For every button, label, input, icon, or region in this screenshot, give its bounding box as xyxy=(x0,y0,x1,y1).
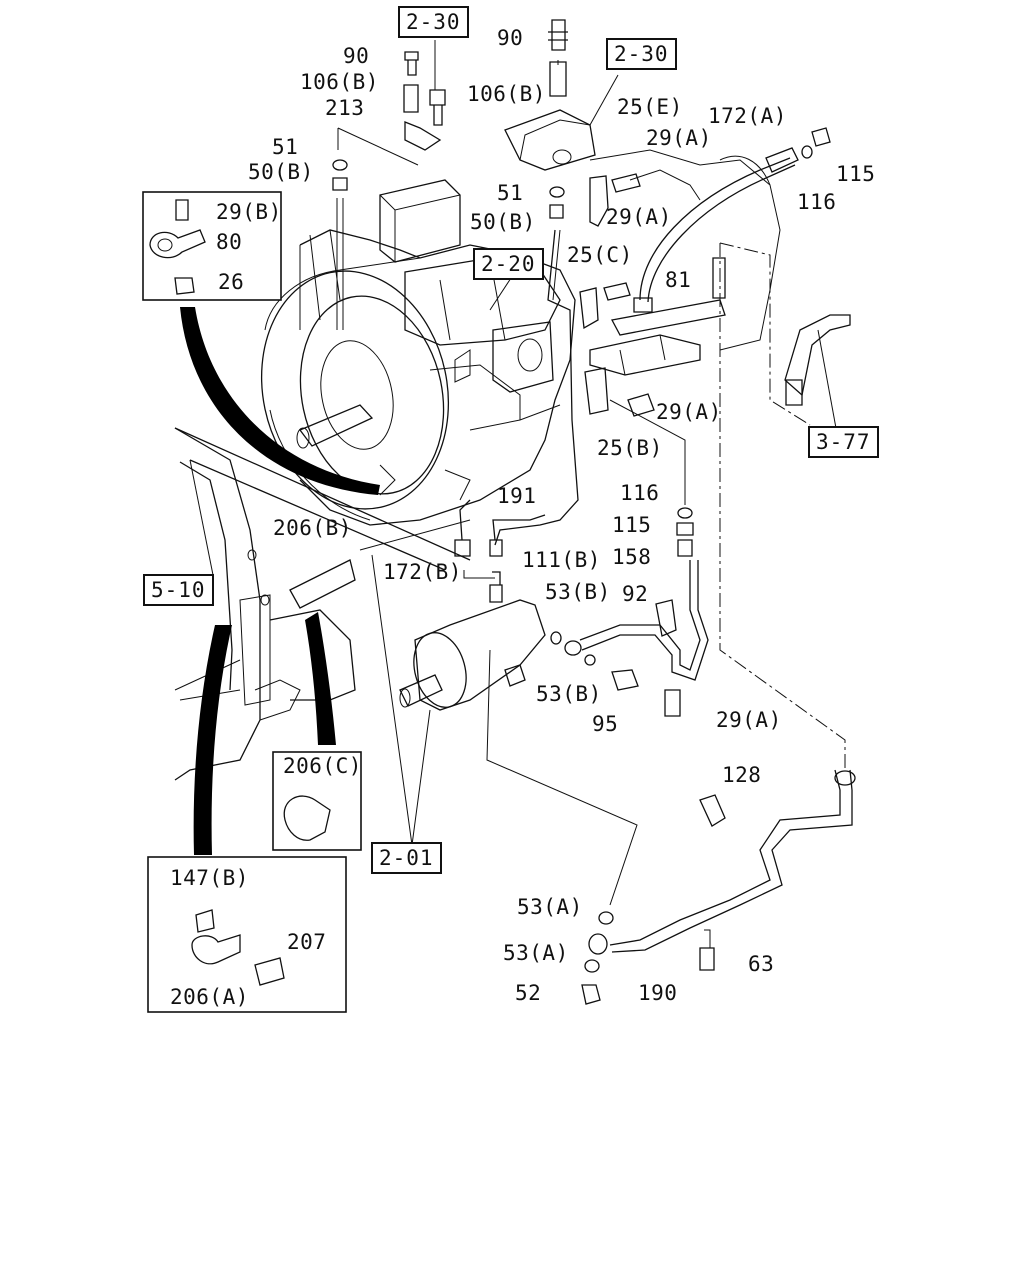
transmission-housing xyxy=(299,149,781,526)
callout-arc-lower-middle xyxy=(305,612,336,745)
callout-label: 206(A) xyxy=(170,985,249,1009)
ref-box-5-10[interactable]: 5-10 xyxy=(143,574,214,606)
callout-arc-upper xyxy=(180,307,380,495)
callout-label: 116 xyxy=(620,481,660,505)
callout-label: 53(A) xyxy=(503,941,569,965)
callout-label: 50(B) xyxy=(470,210,536,234)
callout-label: 29(A) xyxy=(656,400,722,424)
callout-label: 90 xyxy=(343,44,370,68)
callout-label: 206(B) xyxy=(273,516,352,540)
ref-box-2-30-right[interactable]: 2-30 xyxy=(606,38,677,70)
callout-label: 95 xyxy=(592,712,619,736)
callout-label: 206(C) xyxy=(283,754,362,778)
clutch-slave-cylinder xyxy=(399,499,709,717)
callout-label: 116 xyxy=(797,190,837,214)
callout-label: 81 xyxy=(665,268,692,292)
callout-label: 25(B) xyxy=(597,436,663,460)
callout-label: 90 xyxy=(497,26,524,50)
callout-label: 115 xyxy=(612,513,652,537)
callout-label: 80 xyxy=(216,230,243,254)
callout-label: 106(B) xyxy=(300,70,379,94)
callout-label: 53(A) xyxy=(517,895,583,919)
inset-147b-207-206a xyxy=(147,856,347,1013)
ref-box-2-20[interactable]: 2-20 xyxy=(473,248,544,280)
clutch-housing xyxy=(260,257,471,521)
callout-label: 29(A) xyxy=(646,126,712,150)
callout-label: 128 xyxy=(722,763,762,787)
callout-label: 25(C) xyxy=(567,243,633,267)
callout-label: 29(A) xyxy=(716,708,782,732)
ref-box-3-77[interactable]: 3-77 xyxy=(808,426,879,458)
callout-label: 26 xyxy=(218,270,245,294)
callout-label: 147(B) xyxy=(170,866,249,890)
callout-label: 51 xyxy=(272,135,299,159)
upper-fasteners xyxy=(332,19,596,546)
ref-box-2-30-left[interactable]: 2-30 xyxy=(398,6,469,38)
leader-lines xyxy=(189,40,841,906)
inset-29b-80-26 xyxy=(142,191,282,301)
callout-label: 50(B) xyxy=(248,160,314,184)
clutch-pipe-190 xyxy=(581,769,856,1005)
callout-label: 190 xyxy=(638,981,678,1005)
callout-label: 51 xyxy=(497,181,524,205)
callout-label: 207 xyxy=(287,930,327,954)
callout-label: 191 xyxy=(497,484,537,508)
callout-label: 158 xyxy=(612,545,652,569)
callout-label: 111(B) xyxy=(522,548,601,572)
callout-label: 213 xyxy=(325,96,365,120)
callout-label: 53(B) xyxy=(536,682,602,706)
callout-label: 25(E) xyxy=(617,95,683,119)
callout-label: 172(A) xyxy=(708,104,787,128)
callout-label: 92 xyxy=(622,582,649,606)
callout-label: 115 xyxy=(836,162,876,186)
callout-label: 52 xyxy=(515,981,542,1005)
callout-label: 53(B) xyxy=(545,580,611,604)
callout-label: 63 xyxy=(748,952,775,976)
inset-206c xyxy=(272,751,362,851)
ref-box-2-01[interactable]: 2-01 xyxy=(371,842,442,874)
right-side-pipes xyxy=(579,127,851,770)
callout-label: 29(B) xyxy=(216,200,282,224)
callout-label: 106(B) xyxy=(467,82,546,106)
callout-label: 29(A) xyxy=(606,205,672,229)
callout-arc-lower-left xyxy=(193,625,232,855)
callout-label: 172(B) xyxy=(383,560,462,584)
